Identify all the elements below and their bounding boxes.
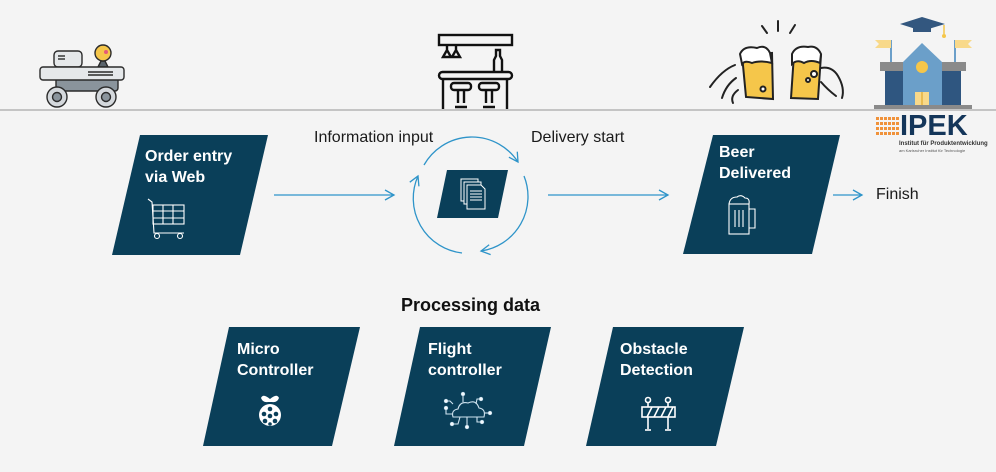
micro-controller-card[interactable] (203, 327, 360, 446)
obstacle-detection-label-line2: Detection (620, 362, 693, 379)
obstacle-detection-card[interactable] (586, 327, 744, 446)
beer-mug-icon (728, 195, 756, 235)
ipek-logo-mark (876, 117, 899, 135)
cloud-network-icon (443, 391, 493, 430)
delivery-robot-icon (39, 44, 125, 108)
flight-controller-card[interactable] (394, 327, 551, 446)
beer-delivered-card[interactable] (683, 135, 840, 254)
ipek-subtitle-line2: am Karlsruher Institut für Technologie (899, 148, 966, 153)
documents-icon (460, 178, 486, 210)
micro-controller-label-line2: Controller (237, 362, 314, 379)
raspberry-pi-icon (259, 395, 281, 426)
order-entry-label-line1: Order entry (145, 148, 233, 165)
order-entry-card[interactable] (112, 135, 268, 255)
ipek-subtitle-line1: Institut für Produktentwicklung (899, 141, 988, 147)
processing-data-title: Processing data (401, 295, 541, 315)
finish-label: Finish (876, 186, 919, 203)
road-barrier-icon (641, 396, 676, 431)
flight-controller-label-line1: Flight (428, 341, 472, 358)
order-entry-label-line2: via Web (145, 169, 206, 186)
ipek-logo-text: IPEK (900, 110, 968, 142)
flight-controller-label-line2: controller (428, 362, 502, 379)
delivery-start-label: Delivery start (531, 129, 625, 146)
university-building-icon (874, 17, 972, 109)
beer-cheers-icon (709, 20, 844, 104)
information-input-label: Information input (314, 129, 434, 146)
shopping-cart-icon (147, 198, 185, 240)
beer-delivered-label-line1: Beer (719, 144, 755, 161)
cycle-arrows (409, 136, 529, 256)
beer-delivered-label-line2: Delivered (719, 165, 792, 182)
bar-counter-icon (437, 33, 514, 109)
micro-controller-label-line1: Micro (237, 341, 280, 358)
obstacle-detection-label-line1: Obstacle (620, 341, 688, 358)
